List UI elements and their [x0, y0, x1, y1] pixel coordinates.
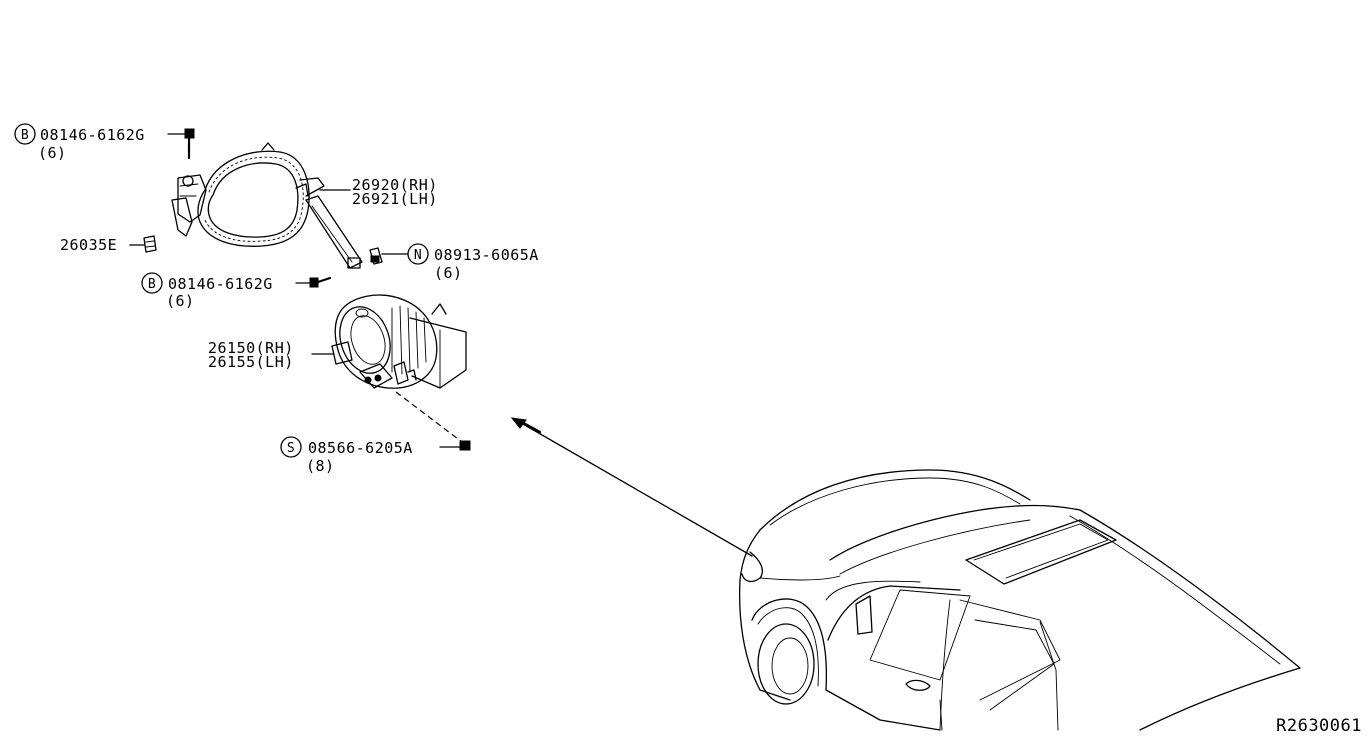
screw-symbol: S [287, 441, 295, 456]
screw-part-number: 08566-6205A [308, 439, 413, 457]
bolt-top-callout: B 08146-6162G (6) [14, 123, 186, 162]
fog-lamp-rh-label: 26150(RH) [208, 339, 294, 357]
bolt-mid-quantity: (6) [166, 292, 195, 310]
fog-lamp-bezel [171, 142, 363, 269]
bolt-top-quantity: (6) [38, 144, 67, 162]
clip-callout: 26035E [60, 235, 157, 254]
bezel-lh-label: 26921(LH) [352, 190, 438, 208]
door-handle [905, 679, 931, 691]
nut-symbol-circle [407, 243, 429, 265]
bolt-mid-symbol: B [148, 277, 156, 292]
bolt-top-part-number: 08146-6162G [40, 126, 145, 144]
mirror [855, 595, 873, 635]
fog-lamp-assembly [331, 294, 467, 389]
bolt-mid-part-number: 08146-6162G [168, 275, 273, 293]
diagram-reference-code: R2630061 [1276, 716, 1362, 736]
screw-part [459, 440, 471, 451]
nut-mid-quantity: (6) [434, 264, 463, 282]
clip-part [143, 235, 157, 253]
vehicle-outline [739, 469, 1301, 731]
bolt-top-part [184, 128, 195, 160]
fog-lamp-lh-label: 26155(LH) [208, 353, 294, 371]
clip-part-number: 26035E [60, 236, 117, 254]
bolt-mid-symbol-circle [141, 272, 163, 294]
bolt-symbol-circle [14, 123, 36, 145]
screw-symbol-circle [280, 436, 302, 458]
location-arrow [510, 417, 753, 557]
fog-lamp-callout: 26150(RH) 26155(LH) [208, 339, 335, 371]
bolt-mid-part [309, 277, 319, 288]
bolt-mid-callout: B 08146-6162G (6) [141, 272, 332, 310]
bezel-callout: 26920(RH) 26921(LH) [319, 176, 438, 208]
screw-callout: S 08566-6205A (8) [280, 436, 471, 475]
nut-mid-part-number: 08913-6065A [434, 246, 539, 264]
bezel-rh-label: 26920(RH) [352, 176, 438, 194]
nut-mid-symbol: N [414, 248, 422, 263]
screw-quantity: (8) [306, 457, 335, 475]
assembly-dashed-line [395, 391, 463, 443]
bolt-top-symbol: B [21, 128, 29, 143]
bolt-top-head [184, 128, 195, 139]
nut-mid-callout: N 08913-6065A (6) [369, 243, 539, 282]
